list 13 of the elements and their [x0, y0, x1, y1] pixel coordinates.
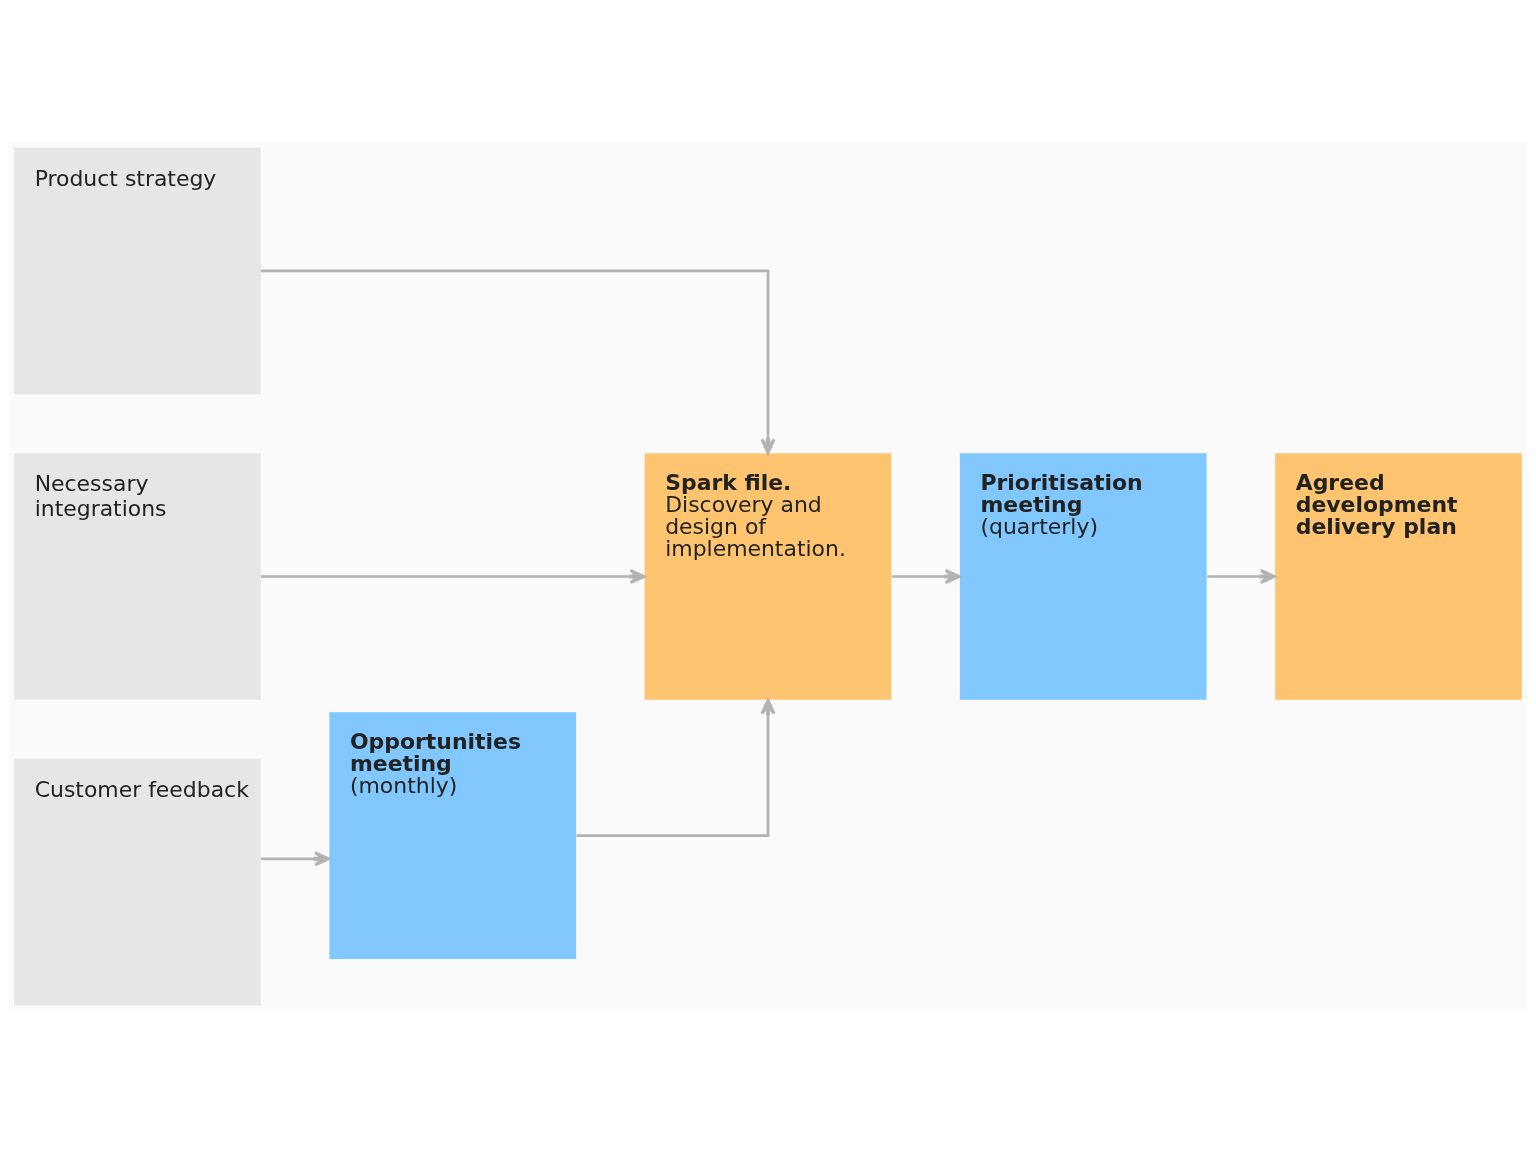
node-box: Necessary integrations [14, 452, 261, 700]
node-box: Prioritisation meeting (quarterly) [959, 452, 1207, 700]
arrow [1206, 568, 1276, 584]
node-box: Agreed development delivery plan [1275, 452, 1522, 700]
node-box: Customer feedback [14, 758, 261, 1005]
arrow [576, 698, 776, 837]
arrow [260, 268, 776, 454]
arrow [261, 850, 331, 866]
node-box: Product strategy [14, 147, 261, 394]
arrow [891, 568, 961, 584]
node-box: Spark file. Discovery and design of implementation. [644, 452, 892, 700]
arrow [260, 568, 646, 584]
node-box: Opportunities meeting (monthly) [329, 711, 577, 959]
